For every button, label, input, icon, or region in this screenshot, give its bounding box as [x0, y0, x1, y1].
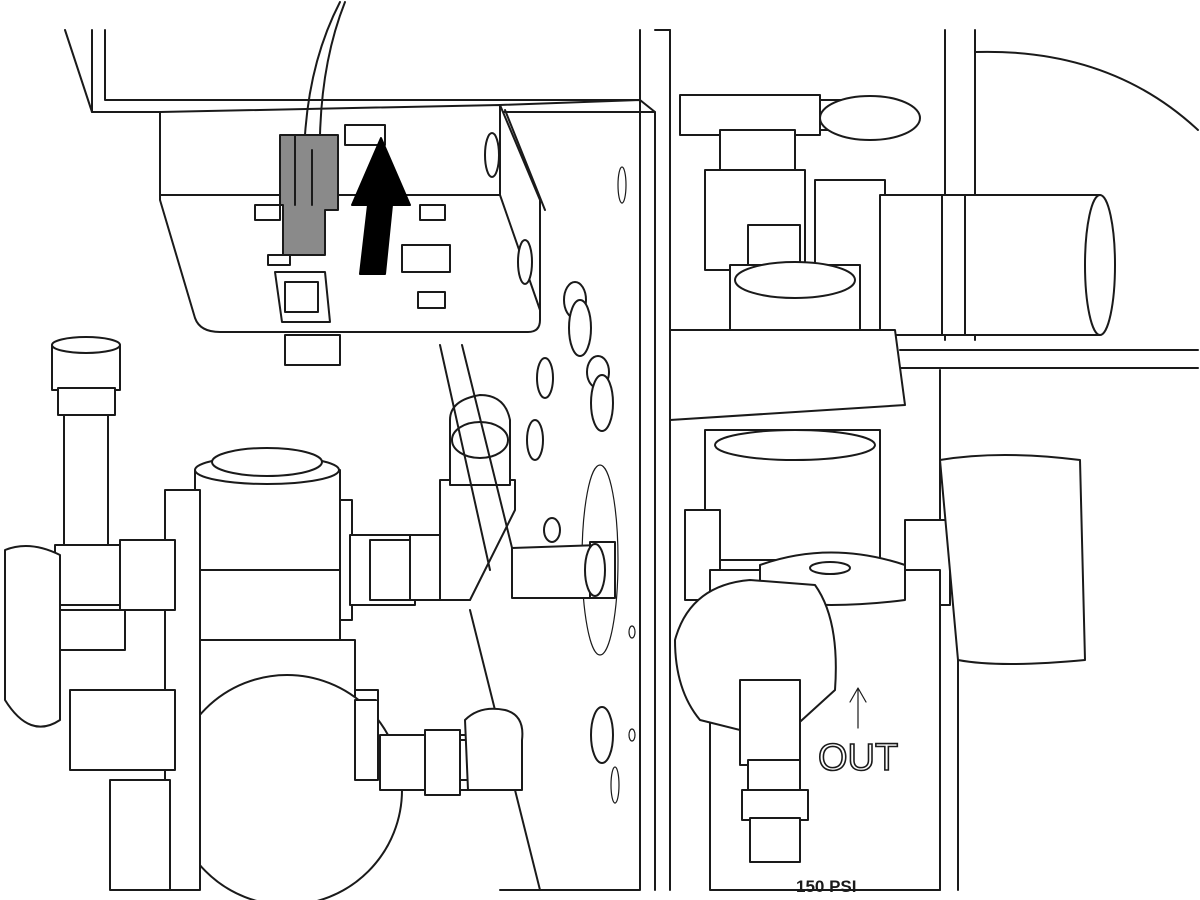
filter-housing: [674, 429, 1086, 891]
outlet-label: OUT: [818, 737, 898, 779]
up-arrow-icon: [351, 137, 411, 275]
upper-valve-assembly: [669, 94, 1116, 421]
supply-tube: [4, 336, 176, 891]
pressure-rating-label: 150 PSI: [796, 877, 857, 896]
elbow-fittings: [349, 344, 616, 796]
flow-arrow-icon: [849, 687, 867, 729]
circuit-board-tray: [159, 104, 546, 366]
pressure-regulator: [164, 447, 403, 900]
wire-connector: [279, 1, 346, 256]
standoffs: [526, 281, 614, 764]
